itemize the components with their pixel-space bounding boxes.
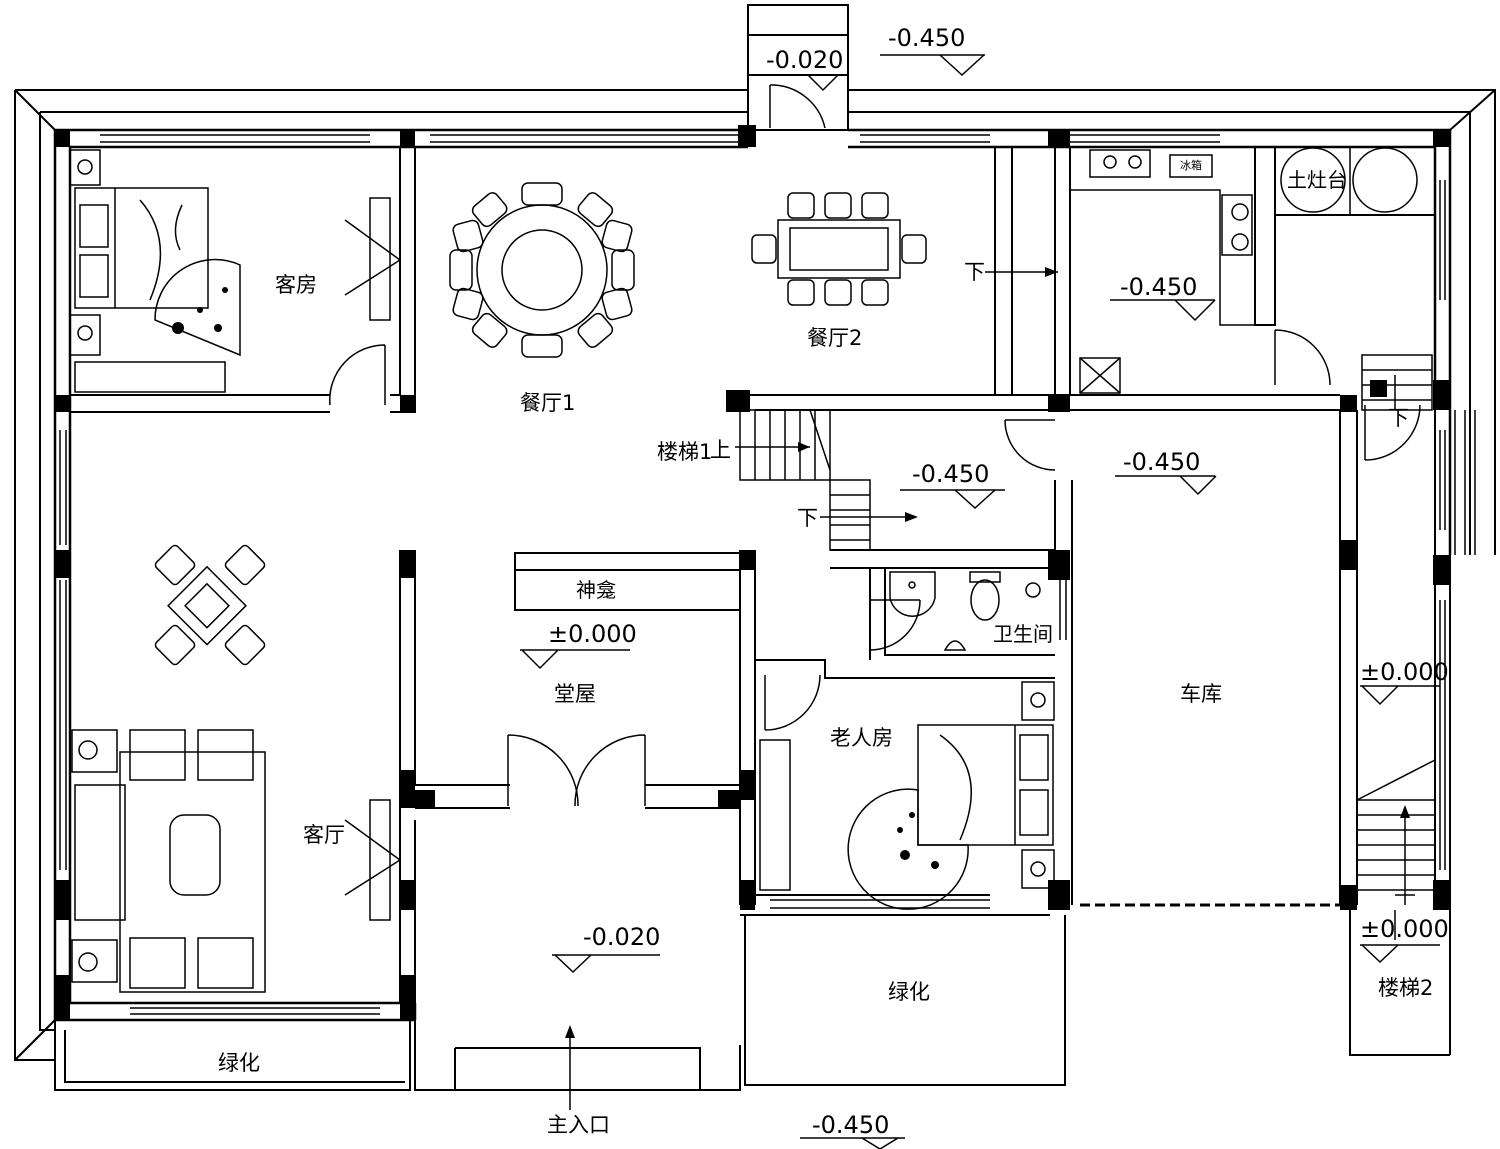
bathroom-fixtures [889, 571, 1041, 651]
left-windows [59, 430, 380, 1015]
tea-table [154, 544, 266, 666]
label-stair-2: 楼梯2 [1378, 976, 1434, 1000]
label-bathroom: 卫生间 [993, 622, 1053, 646]
round-dining-table [449, 182, 635, 358]
label-living-room: 客厅 [303, 823, 345, 847]
top-windows [100, 134, 1220, 143]
rect-dining-table [751, 192, 927, 306]
roof-outline [14, 89, 1496, 1061]
stair-2 [1356, 354, 1436, 905]
right-windows [770, 180, 1476, 909]
label-green-mid: 绿化 [888, 980, 930, 1004]
elevation-stair-landing: -0.450 [912, 460, 990, 488]
label-stair-1-up: 上 [710, 438, 731, 462]
level-marks [520, 54, 1440, 1149]
elevation-kitchen: -0.450 [1120, 273, 1198, 301]
elevation-main-hall: ±0.000 [548, 620, 637, 648]
arrow-heads [565, 267, 1410, 1038]
label-down-stair-2: 下 [1388, 406, 1409, 430]
label-main-hall: 堂屋 [554, 682, 596, 706]
label-down-stair-1: 下 [797, 506, 818, 530]
label-stair-1: 楼梯1 [657, 440, 713, 464]
elevation-top: -0.450 [888, 24, 966, 52]
label-guest-room: 客房 [275, 273, 317, 297]
label-main-entrance: 主入口 [547, 1113, 610, 1137]
label-green-left: 绿化 [218, 1051, 260, 1075]
label-down-dining: 下 [964, 260, 985, 284]
label-fridge: 冰箱 [1180, 159, 1202, 172]
kitchen-fixtures [1070, 147, 1418, 394]
elevation-stair-2-mid: ±0.000 [1360, 658, 1449, 686]
elevation-garage: -0.450 [1123, 448, 1201, 476]
stair-1 [735, 409, 915, 551]
label-dining-2: 餐厅2 [807, 326, 863, 350]
label-dining-1: 餐厅1 [520, 391, 576, 415]
elevation-front-step: -0.020 [766, 46, 844, 74]
columns [55, 125, 1450, 1020]
elevation-stair-2-low: ±0.000 [1360, 915, 1449, 943]
guest-bed [69, 149, 241, 393]
elder-bed [759, 681, 1055, 910]
label-elder-room: 老人房 [830, 726, 893, 750]
rug-dots [172, 287, 939, 869]
doors [329, 84, 1421, 921]
sofa-set [71, 729, 266, 993]
elevation-porch: -0.020 [583, 923, 661, 951]
direction-arrows [569, 271, 1396, 1110]
label-stove: 土灶台 [1287, 168, 1347, 192]
label-shrine: 神龛 [576, 578, 616, 602]
label-garage: 车库 [1180, 682, 1222, 706]
elevation-bottom: -0.450 [812, 1111, 890, 1139]
